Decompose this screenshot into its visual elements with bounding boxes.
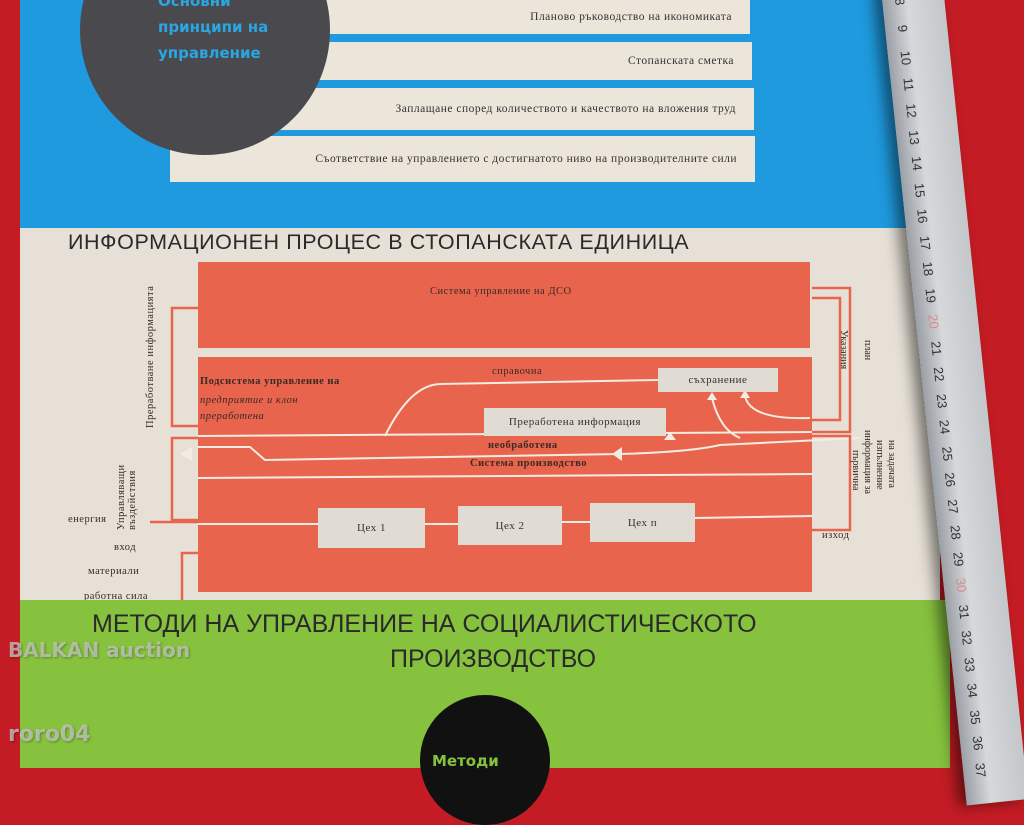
diagram-title: ИНФОРМАЦИОНЕН ПРОЦЕС В СТОПАНСКАТА ЕДИНИ…: [68, 230, 690, 254]
ruler-mark: 21: [928, 339, 945, 356]
ruler-mark: 26: [941, 471, 959, 488]
ruler-mark: 34: [964, 682, 981, 699]
primary-info-label: изпълнение: [874, 440, 885, 490]
primary-info-label: информация за: [862, 430, 873, 494]
ruler-mark: 25: [939, 445, 956, 462]
materials-label: материали: [88, 566, 140, 577]
output-label: изход: [822, 530, 850, 541]
methods-title-line2: ПРОИЗВОДСТВО: [390, 645, 597, 673]
workshop-2-box: Цех 2: [458, 506, 562, 545]
control-label: Управляващи въздействия: [116, 464, 138, 530]
ruler-mark: 31: [955, 603, 973, 620]
energy-label: енергия: [68, 514, 107, 525]
methods-circle-text: Методи: [432, 752, 499, 770]
principle-text: Планово ръководство на икономиката: [530, 11, 732, 23]
primary-info-label: първична: [850, 450, 861, 491]
ruler-mark: 16: [914, 208, 931, 225]
ruler-mark: 32: [958, 629, 975, 646]
ruler-mark: 18: [919, 260, 937, 277]
workshop-n-box: Цех п: [590, 503, 695, 542]
watermark-user: roro04: [8, 722, 91, 747]
ruler-mark: 33: [961, 656, 978, 673]
ruler-mark: 11: [900, 76, 917, 92]
ruler-mark: 37: [972, 761, 989, 778]
ruler-mark: 9: [894, 23, 911, 33]
ruler-mark: 19: [922, 287, 939, 304]
ruler-mark: 30: [952, 577, 970, 594]
storage-box: съхранение: [658, 368, 778, 392]
ruler-mark: 15: [911, 181, 928, 198]
ruler-mark: 27: [944, 498, 962, 514]
primary-info-label: на задачата: [886, 440, 897, 488]
ruler-mark: 17: [916, 234, 934, 251]
principle-item: Съответствие на управлението с достигнат…: [170, 136, 755, 182]
principle-text: Заплащане според количеството и качество…: [395, 103, 736, 115]
ruler-mark: 10: [897, 49, 915, 66]
ruler-mark: 8: [892, 0, 908, 7]
principle-text: Стопанската сметка: [627, 55, 734, 67]
dso-system-label: Система управление на ДСО: [430, 286, 572, 297]
ruler-mark: 12: [903, 102, 920, 119]
processing-label: Преработване информацията: [145, 285, 156, 428]
ruler-mark: 28: [947, 524, 964, 541]
watermark-logo: BALKAN auction: [8, 638, 191, 662]
ruler-mark: 23: [933, 392, 951, 409]
principles-title: Основни принципи на управление: [158, 0, 269, 62]
subsystem-label: предприятие и клон: [200, 395, 299, 406]
reference-label: справочна: [492, 366, 543, 377]
subsystem-label: Подсистема управление на: [200, 376, 340, 387]
flow-lines: [150, 286, 861, 612]
principle-text: Съответствие на управлението с достигнат…: [315, 153, 737, 165]
ruler-mark: 35: [966, 708, 984, 725]
principles-section: Планово ръководство на икономиката Стопа…: [20, 0, 935, 228]
ruler-mark: 36: [969, 735, 987, 752]
ruler-mark: 29: [950, 550, 967, 567]
methods-title-line1: МЕТОДИ НА УПРАВЛЕНИЕ НА СОЦИАЛИСТИЧЕСКОТ…: [92, 610, 757, 638]
ruler-mark: 24: [936, 418, 953, 435]
dso-system-box: [198, 262, 810, 348]
ruler-mark: 14: [908, 155, 926, 172]
instructions-label: Указания: [838, 330, 849, 370]
workshop-1-box: Цех 1: [318, 508, 425, 548]
unprocessed-label: необработена: [488, 440, 558, 451]
processed-info-box: Преработена информация: [484, 408, 666, 436]
subsystem-label: преработена: [200, 411, 265, 422]
production-system-label: Система производство: [470, 458, 587, 469]
plan-label: план: [862, 340, 873, 361]
ruler-mark: 22: [930, 366, 948, 383]
input-label: вход: [114, 542, 137, 553]
labour-label: работна сила: [84, 591, 149, 602]
ruler-mark: 20: [925, 313, 942, 330]
ruler-mark: 13: [905, 129, 923, 146]
